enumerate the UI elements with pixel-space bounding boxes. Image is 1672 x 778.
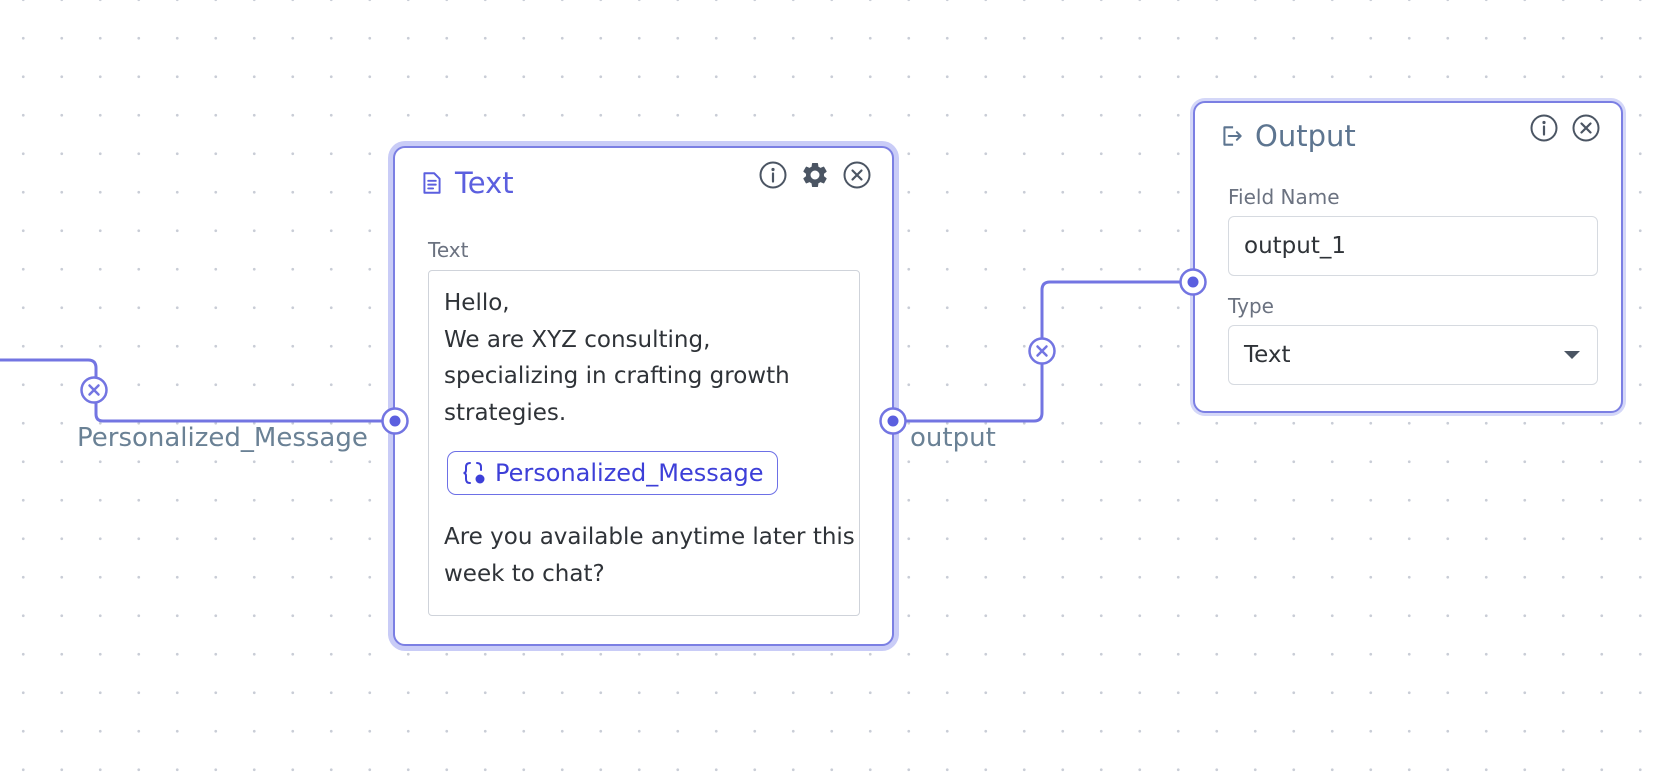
text-node-header: Text [419, 166, 514, 200]
info-button[interactable] [757, 159, 789, 191]
text-line: strategies. [444, 399, 567, 426]
output-node[interactable]: Output Field Name output_1 Type Text [1193, 101, 1623, 413]
edge-right-label: output [910, 423, 996, 453]
text-node-input-handle[interactable] [380, 406, 410, 436]
text-node-title: Text [455, 166, 514, 200]
close-button[interactable] [1570, 112, 1602, 144]
settings-button[interactable] [799, 159, 831, 191]
field-name-label: Field Name [1228, 185, 1340, 209]
type-value: Text [1244, 342, 1291, 368]
close-circle-icon [1572, 114, 1600, 142]
variable-chip-label: Personalized_Message [495, 459, 764, 487]
field-name-value: output_1 [1244, 233, 1346, 259]
variable-braces-icon [463, 462, 485, 484]
field-name-input[interactable]: output_1 [1228, 216, 1598, 276]
info-icon [759, 161, 787, 189]
output-node-header: Output [1219, 119, 1356, 153]
text-line: week to chat? [444, 560, 605, 587]
edge-left[interactable] [0, 358, 395, 423]
text-node-output-handle[interactable] [878, 406, 908, 436]
delete-edge-right-icon[interactable] [1027, 336, 1057, 366]
edge-left-label: Personalized_Message [77, 423, 368, 453]
text-line: Are you available anytime later this [444, 524, 855, 550]
info-button[interactable] [1528, 112, 1560, 144]
text-field-label: Text [428, 238, 469, 262]
type-label: Type [1228, 294, 1274, 318]
text-node[interactable]: Text Text Hello, We are XYZ consulting, … [393, 146, 894, 646]
document-icon [423, 172, 441, 194]
info-icon [1530, 114, 1558, 142]
variable-chip[interactable]: Personalized_Message [447, 451, 779, 495]
delete-edge-left-icon[interactable] [79, 375, 109, 405]
export-icon [1223, 126, 1242, 146]
text-content-editor[interactable]: Hello, We are XYZ consulting, specializi… [428, 270, 860, 616]
close-button[interactable] [841, 159, 873, 191]
text-line: specializing in crafting growth [444, 363, 790, 389]
text-line: We are XYZ consulting, [444, 326, 711, 353]
close-circle-icon [843, 161, 871, 189]
text-line: Hello, [444, 290, 510, 316]
type-select[interactable]: Text [1228, 325, 1598, 385]
output-node-input-handle[interactable] [1178, 267, 1208, 297]
output-node-actions [1528, 112, 1602, 144]
gear-icon [803, 162, 827, 187]
chevron-down-icon [1564, 351, 1580, 359]
text-node-actions [757, 159, 873, 191]
output-node-title: Output [1255, 119, 1356, 153]
